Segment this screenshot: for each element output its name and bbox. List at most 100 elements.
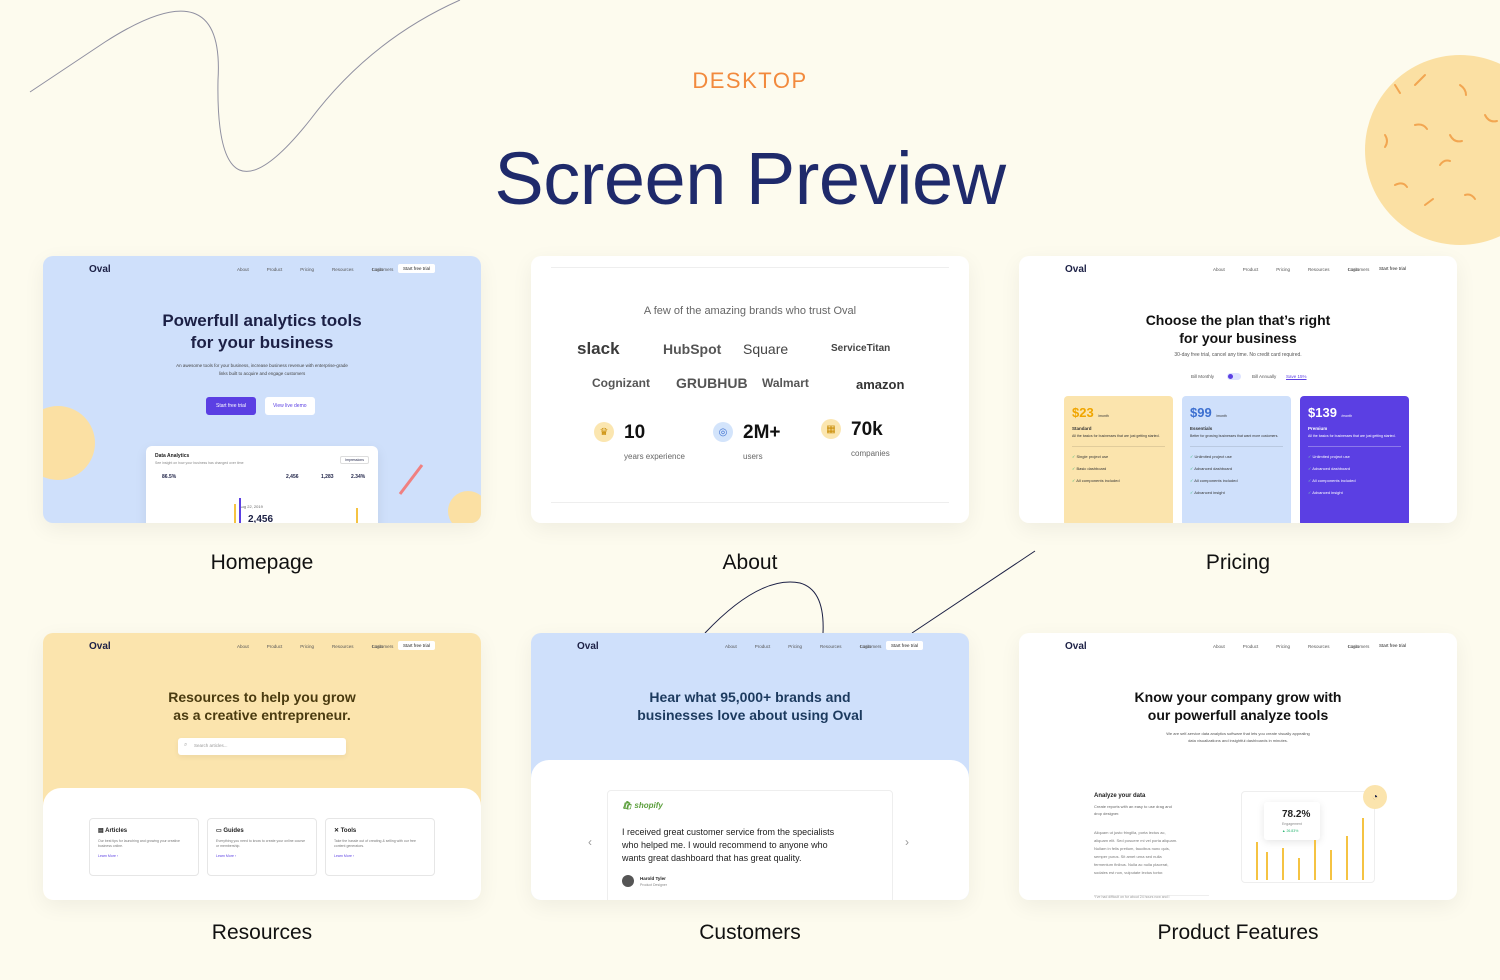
- nav-link-resources[interactable]: Resources: [1308, 267, 1330, 272]
- resources-title-line1: Resources to help you grow: [168, 689, 356, 705]
- resource-card-guides[interactable]: ▭ Guides Everything you need to know to …: [207, 818, 317, 876]
- impressions-select[interactable]: Impressions: [340, 456, 369, 464]
- stat-value: 2.34%: [351, 474, 366, 480]
- login-link[interactable]: Login: [859, 644, 871, 649]
- login-link[interactable]: Login: [371, 267, 383, 272]
- nav-link-resources[interactable]: Resources: [332, 644, 354, 649]
- stat-value: 1,283: [321, 474, 334, 480]
- footnote: “I've had difficult on for about 24 hour…: [1094, 895, 1170, 899]
- divider: [551, 267, 949, 268]
- oval-logo: Oval: [1065, 641, 1087, 652]
- toggle-annual-label: Bill Annually: [1252, 374, 1277, 379]
- plan-desc: Better for growing businesses that want …: [1190, 434, 1279, 438]
- stat-value: 86.5%: [162, 474, 177, 480]
- stat-label: companies: [851, 449, 890, 458]
- prev-arrow-icon[interactable]: ‹: [588, 835, 592, 849]
- plan-feature: ✓ Unlimited project use: [1190, 454, 1232, 459]
- search-box[interactable]: ⌕ Search articles...: [178, 738, 346, 755]
- servicetitan-logo: ServiceTitan: [831, 343, 891, 354]
- nav-link-pricing[interactable]: Pricing: [1276, 267, 1291, 272]
- chart-bar: [1346, 836, 1348, 880]
- section-desc-line1: Create reports with an easy to use drag …: [1094, 804, 1172, 809]
- nav-link-customers[interactable]: Customers: [371, 644, 394, 649]
- plan-feature: ✓ Single project use: [1072, 454, 1109, 459]
- nav-link-product[interactable]: Product: [754, 644, 771, 649]
- folder-icon: ▭: [216, 828, 222, 834]
- product-subtitle-line1: We are self-service data analytics softw…: [1166, 731, 1310, 736]
- start-trial-nav-button[interactable]: Start free trial: [1373, 641, 1411, 650]
- nav-link-product[interactable]: Product: [266, 267, 283, 272]
- tools-icon: ✕: [334, 828, 340, 834]
- nav-link-pricing[interactable]: Pricing: [1276, 644, 1291, 649]
- crown-icon: ♛: [594, 422, 614, 442]
- nav-link-pricing[interactable]: Pricing: [300, 267, 315, 272]
- nav-link-pricing[interactable]: Pricing: [788, 644, 803, 649]
- preview-card-product[interactable]: Oval About Product Pricing Resources Custome…: [1019, 633, 1457, 900]
- plan-feature: ✓ All components included: [1072, 478, 1120, 483]
- plan-price: $99: [1190, 405, 1212, 420]
- login-link[interactable]: Login: [371, 644, 383, 649]
- view-live-demo-button[interactable]: View live demo: [265, 397, 315, 415]
- nav-link-about[interactable]: About: [237, 267, 249, 272]
- nav-link-resources[interactable]: Resources: [820, 644, 842, 649]
- preview-card-resources[interactable]: Oval About Product Pricing Resources Custome…: [43, 633, 481, 900]
- nav-link-resources[interactable]: Resources: [332, 267, 354, 272]
- plan-card-premium[interactable]: $139 /month Premium All the basics for b…: [1300, 396, 1409, 523]
- metric-panel: 78.2% Engagement ▲ 26.83%: [1241, 791, 1375, 883]
- oval-logo: Oval: [89, 641, 111, 652]
- author-role: Product Designer: [640, 883, 668, 887]
- caption-product-features: Product Features: [1157, 921, 1319, 944]
- plan-feature: ✓ Basic dashboard: [1072, 466, 1107, 471]
- start-free-trial-button[interactable]: Start free trial: [206, 397, 257, 415]
- page-title: Screen Preview: [494, 137, 1006, 220]
- nav-link-pricing[interactable]: Pricing: [300, 644, 315, 649]
- chart-bar: [239, 498, 241, 523]
- stat-companies: ▦ 70k companies: [821, 419, 890, 458]
- start-trial-nav-button[interactable]: Start free trial: [1373, 264, 1411, 273]
- nav-link-about[interactable]: About: [1213, 644, 1225, 649]
- nav-link-customers[interactable]: Customers: [859, 644, 882, 649]
- login-link[interactable]: Login: [1347, 644, 1359, 649]
- nav-link-about[interactable]: About: [725, 644, 737, 649]
- chart-bar: [1256, 842, 1258, 880]
- nav-bar: Oval About Product Pricing Resources Custome…: [89, 641, 435, 653]
- plan-desc: All the basics for businesses that are j…: [1072, 434, 1160, 438]
- nav-link-about[interactable]: About: [237, 644, 249, 649]
- nav-link-about[interactable]: About: [1213, 267, 1225, 272]
- nav-link-resources[interactable]: Resources: [1308, 644, 1330, 649]
- login-link[interactable]: Login: [1347, 267, 1359, 272]
- hero-yellow-blob-small: [448, 491, 481, 523]
- resource-card-tools[interactable]: ✕ Tools Take the hassle out of creating …: [325, 818, 435, 876]
- plan-feature: ✓ Unlimited project use: [1308, 454, 1350, 459]
- resource-card-articles[interactable]: ▤ Articles Our best tips for launching a…: [89, 818, 199, 876]
- start-trial-nav-button[interactable]: Start free trial: [885, 641, 923, 650]
- preview-card-about[interactable]: A few of the amazing brands who trust Ov…: [531, 256, 969, 523]
- start-trial-nav-button[interactable]: Start free trial: [397, 641, 435, 650]
- chart-bar: [356, 508, 358, 523]
- plan-card-standard[interactable]: $23 /month Standard All the basics for b…: [1064, 396, 1173, 523]
- nav-link-customers[interactable]: Customers: [1347, 267, 1370, 272]
- plan-name: Premium: [1308, 426, 1328, 431]
- hero-yellow-blob: [43, 406, 95, 480]
- nav-link-product[interactable]: Product: [266, 644, 283, 649]
- billing-toggle[interactable]: [1227, 373, 1241, 380]
- pie-chart-icon: ◔: [1363, 785, 1387, 809]
- nav-link-customers[interactable]: Customers: [1347, 644, 1370, 649]
- start-trial-nav-button[interactable]: Start free trial: [397, 264, 435, 273]
- plan-card-essentials[interactable]: $99 /month Essentials Better for growing…: [1182, 396, 1291, 523]
- plan-feature: ✓ Advanced dashboard: [1190, 466, 1233, 471]
- next-arrow-icon[interactable]: ›: [905, 835, 909, 849]
- chart-bar: [1298, 858, 1300, 880]
- cognizant-logo: Cognizant: [592, 376, 650, 390]
- pricing-subtitle: 30-day free trial, cancel any time. No c…: [1174, 352, 1302, 358]
- stat-value: 2,456: [286, 474, 299, 480]
- nav-link-product[interactable]: Product: [1242, 267, 1259, 272]
- stat-label: users: [743, 452, 763, 461]
- nav-link-product[interactable]: Product: [1242, 644, 1259, 649]
- nav-link-customers[interactable]: Customers: [371, 267, 394, 272]
- search-input[interactable]: Search articles...: [194, 743, 228, 748]
